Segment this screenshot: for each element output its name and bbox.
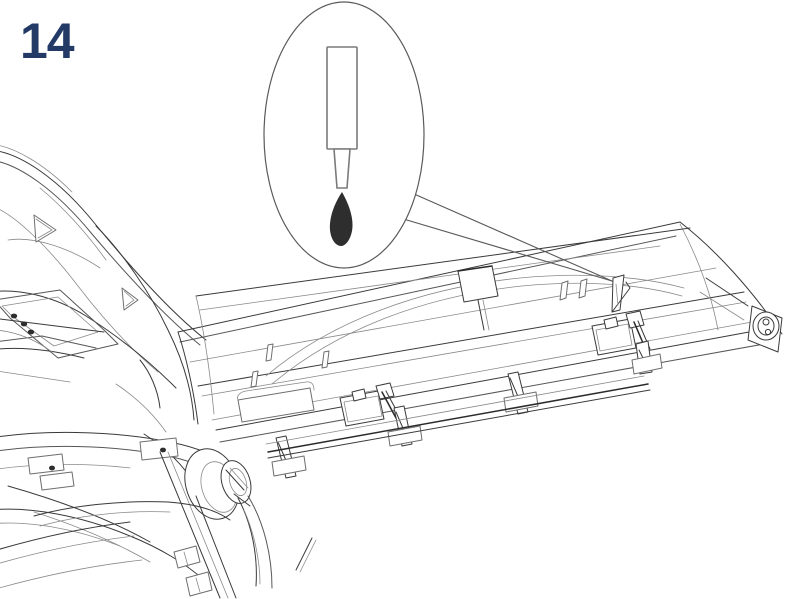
fuselage-underside — [0, 501, 231, 589]
aircraft-assembly-drawing — [0, 145, 783, 599]
step-number: 14 — [20, 13, 75, 69]
wing-panel-block — [457, 265, 499, 331]
control-horn — [387, 405, 423, 447]
engine-nacelle — [0, 431, 317, 599]
pushrod-linkage — [265, 375, 651, 459]
tail-surface — [0, 145, 107, 261]
control-horn — [631, 340, 663, 375]
triangle-marker — [33, 214, 57, 243]
wing-access-hatch — [237, 381, 315, 423]
control-horn — [271, 435, 307, 479]
glue-drop-icon — [329, 192, 353, 246]
fuselage — [0, 151, 207, 487]
aileron-servo — [339, 382, 401, 427]
aileron-servo — [591, 310, 651, 356]
glue-bottle-icon — [326, 46, 358, 189]
glue-target-bracket — [611, 274, 631, 313]
hinge-slot — [250, 343, 330, 388]
control-horn — [503, 371, 539, 415]
wing-tip-fitting — [747, 305, 783, 353]
hinge-slot — [559, 278, 588, 301]
glue-detail-bubble — [263, 1, 425, 269]
triangle-marker — [121, 287, 139, 311]
